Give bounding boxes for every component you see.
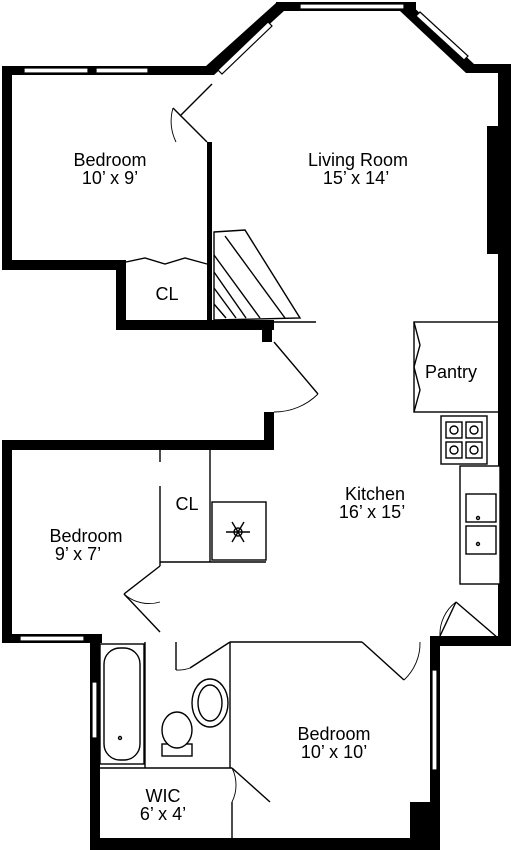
wall-right-kitchen-bottom bbox=[436, 636, 511, 646]
snowflake-icon bbox=[226, 521, 250, 543]
toilet-bowl bbox=[161, 711, 193, 749]
label-pantry: Pantry bbox=[425, 362, 477, 382]
wall-bottom bbox=[90, 838, 440, 850]
fireplace bbox=[213, 229, 316, 323]
label-closet-top: CL bbox=[155, 284, 178, 304]
window-bedroom-left bbox=[19, 635, 85, 642]
bathtub-inner bbox=[103, 647, 141, 761]
wall-closet-left bbox=[116, 260, 126, 330]
wall-bedroom-left-top bbox=[2, 440, 274, 450]
label-kitchen-name: Kitchen bbox=[345, 484, 405, 504]
label-wic-name: WIC bbox=[146, 786, 181, 806]
wall-left-upper bbox=[2, 66, 12, 270]
label-wic-size: 6’ x 4’ bbox=[140, 804, 186, 824]
label-bedroom-bottom-name: Bedroom bbox=[297, 724, 370, 744]
range bbox=[440, 415, 488, 465]
label-bedroom-bottom-size: 10’ x 10’ bbox=[301, 742, 367, 762]
label-living-room-size: 15’ x 14’ bbox=[323, 168, 389, 188]
wall-hall-left bbox=[264, 412, 274, 450]
label-bedroom-left-size: 9’ x 7’ bbox=[55, 544, 101, 564]
closet-top-bifold bbox=[125, 257, 208, 265]
wall-bay-left bbox=[206, 3, 285, 75]
wall-bay-right bbox=[400, 2, 474, 73]
window-bedroom-top-1 bbox=[23, 67, 89, 74]
label-bedroom-left-name: Bedroom bbox=[49, 526, 122, 546]
window-bay-right bbox=[415, 11, 469, 61]
wall-left-lower bbox=[2, 440, 12, 642]
wall-right-thick bbox=[487, 126, 501, 254]
wall-top-right bbox=[466, 64, 511, 73]
room-labels: Bedroom 10’ x 9’ Living Room 15’ x 14’ C… bbox=[49, 150, 477, 824]
wall-bedroom-right bbox=[207, 142, 212, 322]
window-bay-left bbox=[217, 21, 273, 75]
window-bedroom-bottom bbox=[431, 669, 438, 771]
kitchen-sink bbox=[459, 465, 501, 585]
windows bbox=[19, 3, 469, 771]
wall-bedroom-bottom bbox=[2, 260, 126, 270]
wall-right bbox=[498, 64, 511, 646]
label-living-room-name: Living Room bbox=[308, 150, 408, 170]
wall-closet-bottom bbox=[116, 320, 274, 330]
window-bedroom-top-2 bbox=[95, 67, 149, 74]
doors bbox=[123, 83, 499, 838]
label-closet-mid: CL bbox=[175, 494, 198, 514]
partitions bbox=[99, 229, 501, 769]
window-bath bbox=[91, 681, 98, 739]
wall-hall-stub bbox=[262, 320, 272, 342]
sink-basin-inner bbox=[197, 684, 223, 722]
label-bedroom-top-name: Bedroom bbox=[73, 150, 146, 170]
label-kitchen-size: 16’ x 15’ bbox=[339, 502, 405, 522]
bathtub-drain bbox=[117, 735, 123, 741]
label-bedroom-top-size: 10’ x 9’ bbox=[82, 168, 138, 188]
window-bay-top bbox=[299, 3, 405, 10]
pantry-bifold bbox=[413, 321, 421, 413]
wall-bath-left bbox=[90, 634, 100, 850]
